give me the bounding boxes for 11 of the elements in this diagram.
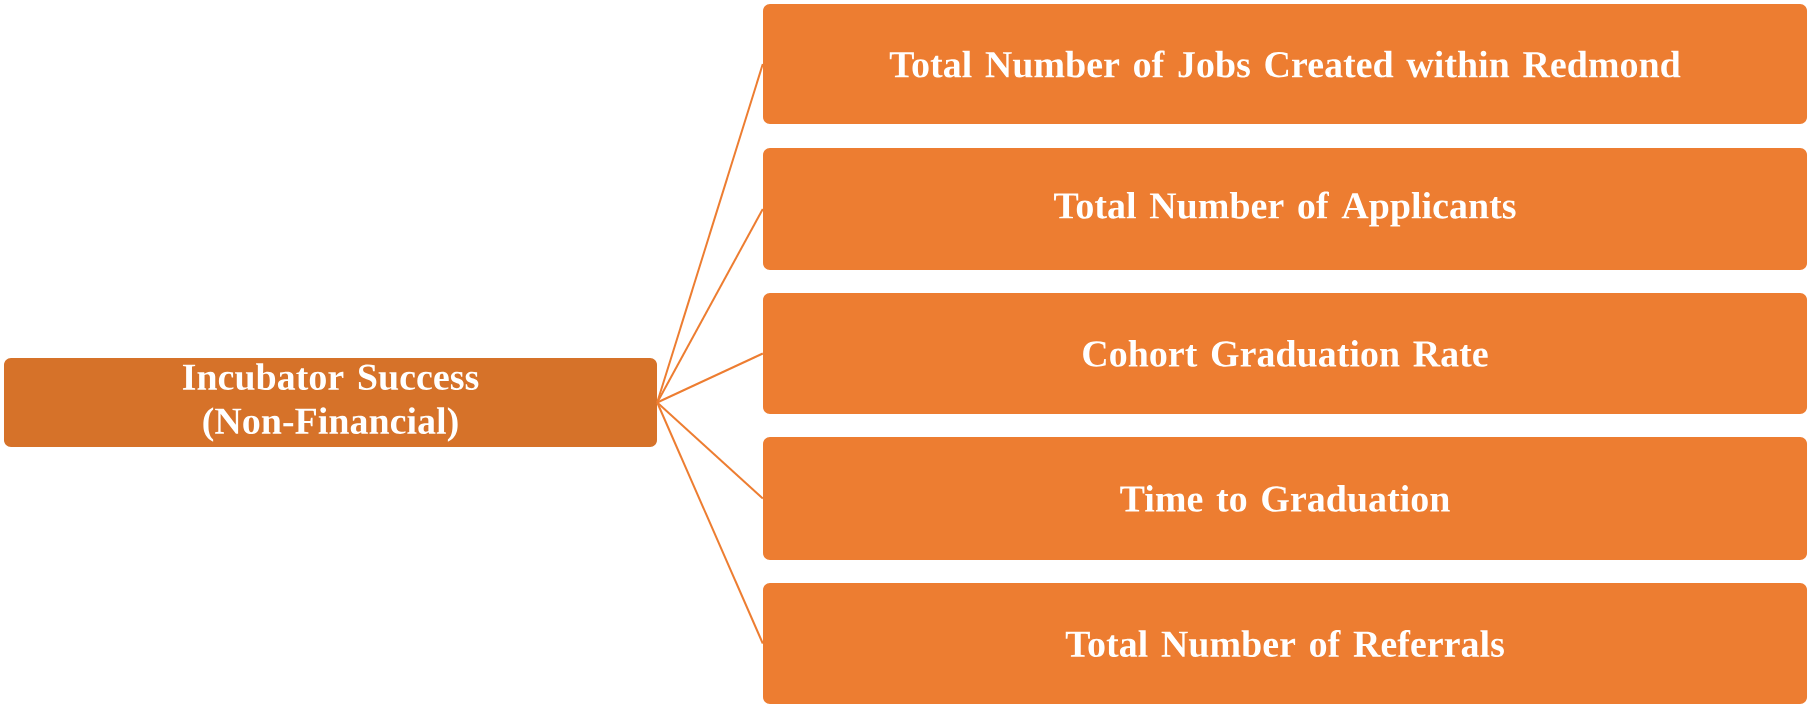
category-box: Total Number of Referrals xyxy=(763,583,1807,704)
category-box: Time to Graduation xyxy=(763,437,1807,560)
category-box: Total Number of Jobs Created within Redmond xyxy=(763,4,1807,124)
category-box: Total Number of Applicants xyxy=(763,148,1807,270)
connector-line xyxy=(656,401,764,500)
connector-line xyxy=(656,208,764,404)
connector-line xyxy=(656,401,764,645)
category-box: Incubator Success (Non-Financial) xyxy=(4,358,657,447)
connector-line xyxy=(656,63,764,404)
category-box: Cohort Graduation Rate xyxy=(763,293,1807,414)
connector-line xyxy=(656,352,764,404)
